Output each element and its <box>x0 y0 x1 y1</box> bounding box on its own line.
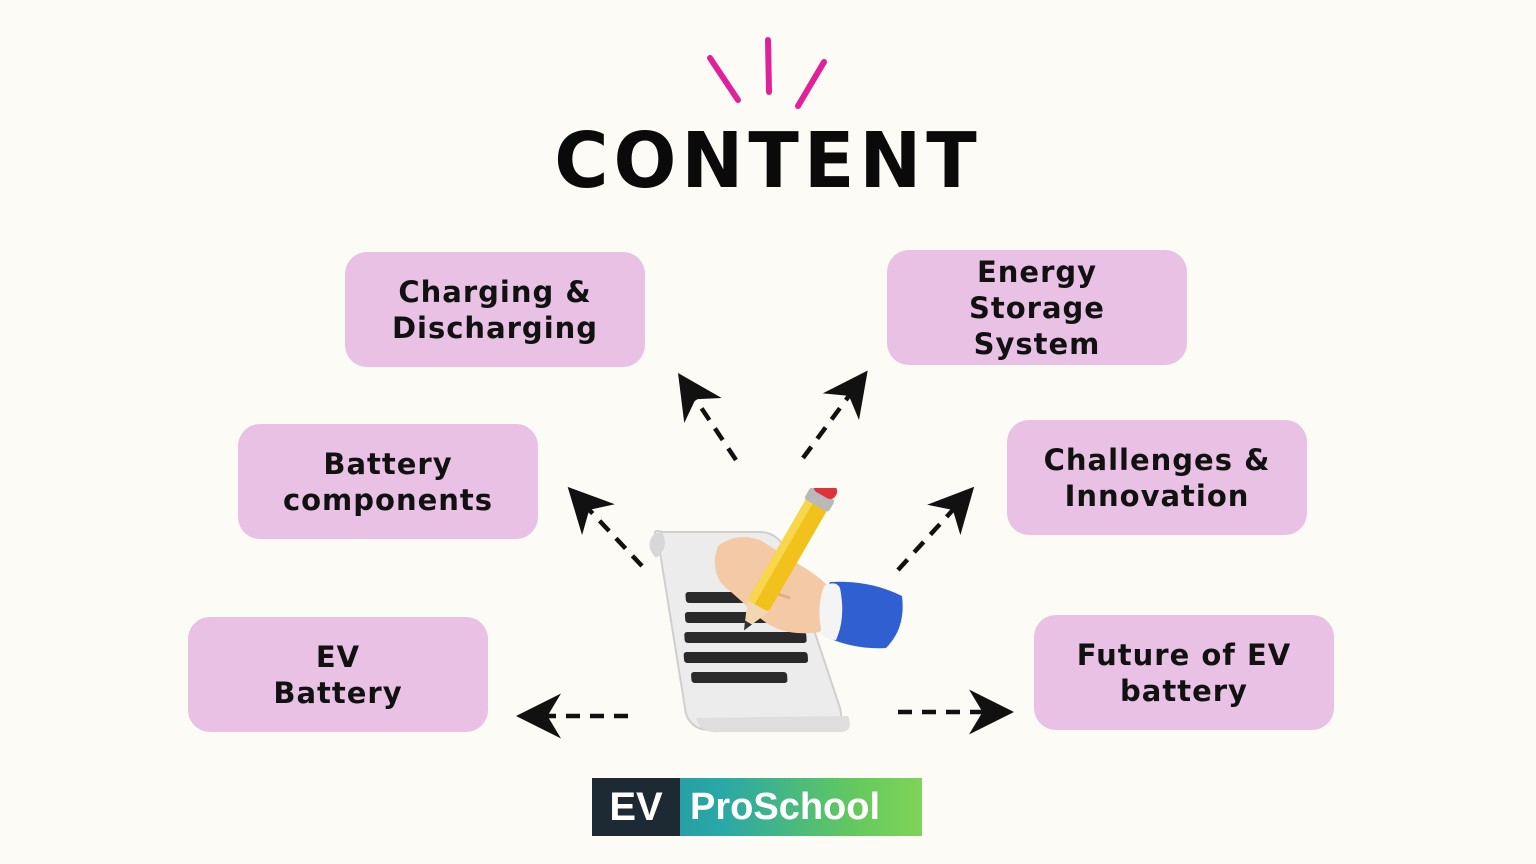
logo-name: ProSchool <box>690 785 881 828</box>
arrow-to-battery-components <box>567 486 644 568</box>
arrow-to-energy <box>801 370 868 460</box>
topic-charging-discharging: Charging & Discharging <box>345 252 645 367</box>
writing-hand-document-icon <box>649 488 903 733</box>
topic-energy-storage-system: Energy Storage System <box>887 250 1187 365</box>
burst-lines-icon <box>707 37 827 109</box>
topic-ev-battery: EV Battery <box>188 617 488 732</box>
topic-challenges-innovation: Challenges & Innovation <box>1007 420 1307 535</box>
topic-battery-components: Battery components <box>238 424 538 539</box>
logo-badge: EV <box>592 778 680 836</box>
arrow-to-challenges <box>896 486 975 572</box>
page-title: CONTENT <box>554 116 982 206</box>
brand-logo: EV ProSchool <box>592 778 922 836</box>
topic-future-ev-battery: Future of EV battery <box>1034 615 1334 730</box>
arrow-to-charging <box>678 373 738 462</box>
